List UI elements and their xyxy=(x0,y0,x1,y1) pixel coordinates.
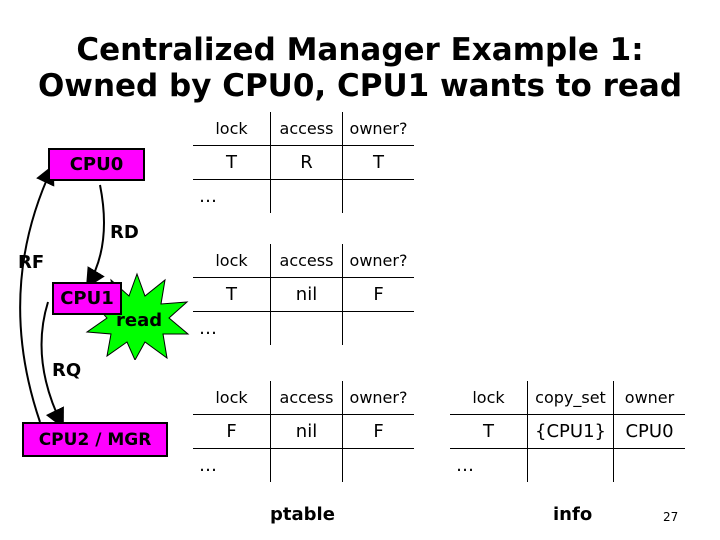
ellipsis-cell: … xyxy=(193,311,271,345)
value-cell: CPU0 xyxy=(613,414,685,449)
value-cell: F xyxy=(342,277,414,312)
header-cell: lock xyxy=(193,244,271,278)
header-cell: owner? xyxy=(342,381,414,415)
rf-label: RF xyxy=(18,252,45,273)
info-label: info xyxy=(553,504,593,525)
title-line-2: Owned by CPU0, CPU1 wants to read xyxy=(37,68,683,104)
header-cell: access xyxy=(270,244,343,278)
value-cell: T xyxy=(450,414,528,449)
cpu1-node: CPU1 xyxy=(52,282,122,315)
header-cell: copy_set xyxy=(527,381,614,415)
cpu0-node: CPU0 xyxy=(48,148,145,181)
empty-cell xyxy=(343,180,415,214)
cpu2-mgr-node: CPU2 / MGR xyxy=(22,422,168,457)
value-cell: T xyxy=(193,277,271,312)
value-cell: F xyxy=(342,414,414,449)
read-label: read xyxy=(116,310,163,331)
page-number: 27 xyxy=(663,510,679,524)
empty-cell xyxy=(527,448,614,482)
value-cell: {CPU1} xyxy=(527,414,614,449)
rf-arrow xyxy=(85,184,105,289)
cpu0-ptable: lock access owner? T R T … xyxy=(193,112,414,213)
value-cell: nil xyxy=(270,414,343,449)
value-cell: T xyxy=(342,145,414,180)
header-cell: owner? xyxy=(342,244,414,278)
ellipsis-cell: … xyxy=(193,179,271,213)
rd-arrow xyxy=(40,301,64,429)
rq-arrow xyxy=(19,164,55,423)
cpu1-ptable: lock access owner? T nil F … xyxy=(193,244,414,345)
cpu1-label: CPU1 xyxy=(60,288,114,309)
cpu0-label: CPU0 xyxy=(69,154,124,175)
mgr-ptable: lock access owner? F nil F … xyxy=(193,381,414,482)
title-line-1: Centralized Manager Example 1: xyxy=(76,32,644,68)
header-cell: owner xyxy=(613,381,685,415)
empty-cell xyxy=(614,449,686,483)
header-cell: access xyxy=(270,112,343,146)
ellipsis-cell: … xyxy=(193,448,271,482)
empty-cell xyxy=(343,312,415,346)
header-cell: owner? xyxy=(342,112,414,146)
value-cell: R xyxy=(270,145,343,180)
rq-label: RQ xyxy=(52,360,82,381)
empty-cell xyxy=(270,311,343,345)
ellipsis-cell: … xyxy=(450,448,528,482)
empty-cell xyxy=(270,179,343,213)
value-cell: T xyxy=(193,145,271,180)
header-cell: lock xyxy=(450,381,528,415)
header-cell: lock xyxy=(193,381,271,415)
cpu2-mgr-label: CPU2 / MGR xyxy=(38,429,152,450)
empty-cell xyxy=(270,448,343,482)
mgr-info-table: lock copy_set owner T {CPU1} CPU0 … xyxy=(450,381,685,482)
rd-label: RD xyxy=(110,222,139,243)
header-cell: access xyxy=(270,381,343,415)
empty-cell xyxy=(343,449,415,483)
value-cell: nil xyxy=(270,277,343,312)
header-cell: lock xyxy=(193,112,271,146)
ptable-label: ptable xyxy=(270,504,335,525)
value-cell: F xyxy=(193,414,271,449)
